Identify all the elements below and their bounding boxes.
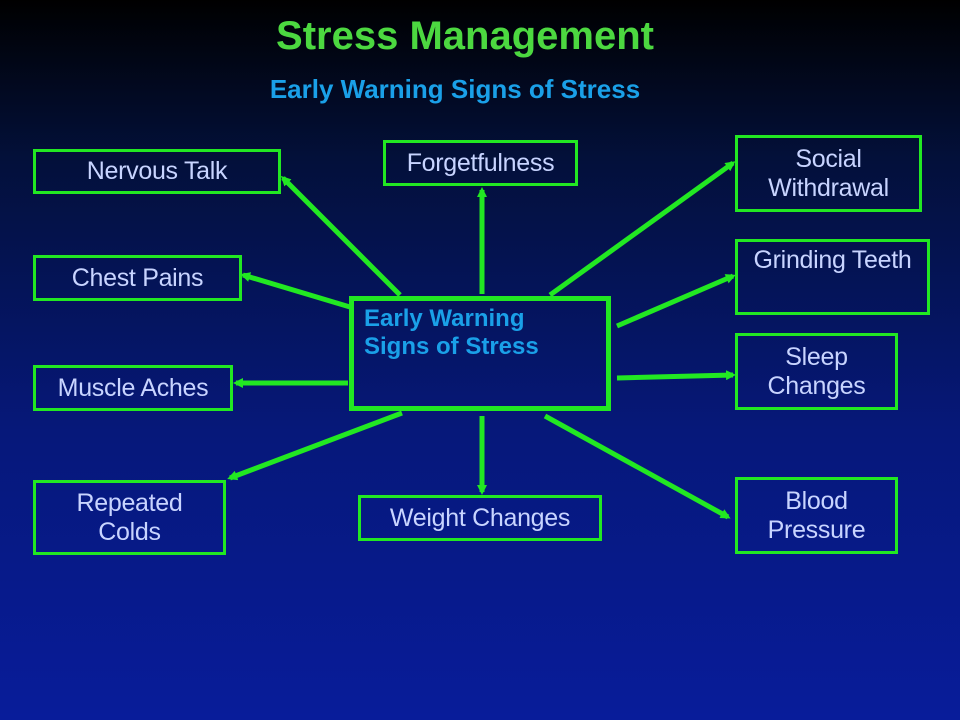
center-node-line-2: Signs of Stress	[364, 333, 539, 360]
slide-title: Stress Management	[276, 14, 654, 58]
sign-nervous-talk: Nervous Talk	[33, 149, 281, 194]
arrow-to-sleep-changes	[616, 370, 736, 381]
sign-label: Forgetfulness	[406, 148, 555, 177]
arrow-to-chest-pains	[240, 272, 351, 310]
sign-muscle-aches: Muscle Aches	[33, 365, 233, 411]
sign-label: Weight Changes	[389, 503, 571, 532]
sign-label-line: Changes	[767, 371, 866, 400]
arrow-to-grinding-teeth	[616, 273, 736, 329]
sign-label-line: Sleep	[785, 342, 848, 371]
sign-label: Grinding Teeth	[753, 246, 912, 274]
sign-label: Nervous Talk	[86, 157, 228, 185]
slide-subtitle: Early Warning Signs of Stress	[269, 74, 641, 104]
sign-label: Muscle Aches	[57, 373, 209, 402]
arrow-to-repeated-colds	[227, 410, 403, 481]
center-node-line-1: Early Warning	[364, 305, 525, 332]
sign-forgetfulness: Forgetfulness	[383, 140, 578, 186]
sign-label-line: Pressure	[767, 515, 866, 544]
sign-chest-pains: Chest Pains	[33, 255, 242, 301]
sign-label-line: Colds	[98, 517, 161, 546]
sign-label-line: Social	[795, 144, 862, 173]
arrow-to-blood-pressure	[543, 413, 731, 520]
arrow-to-nervous-talk	[280, 175, 402, 297]
center-node: Early Warning Signs of Stress	[349, 296, 611, 411]
sign-label-line: Repeated	[76, 488, 183, 517]
sign-weight-changes: Weight Changes	[358, 495, 602, 541]
arrow-to-social-withdrawal	[548, 160, 736, 298]
sign-label: Chest Pains	[71, 263, 204, 292]
sign-grinding-teeth: Grinding Teeth	[735, 239, 930, 315]
sign-label-line: Withdrawal	[768, 173, 889, 202]
sign-label-line: Blood	[785, 486, 848, 515]
